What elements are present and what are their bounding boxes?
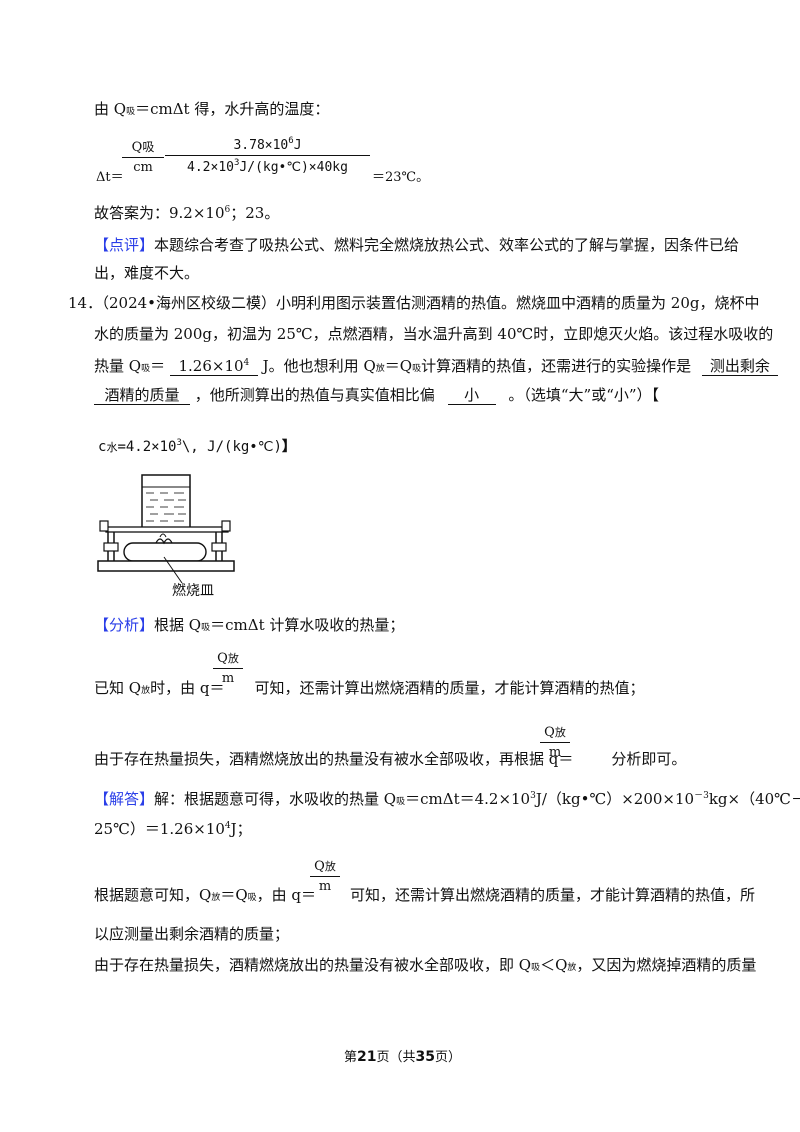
answer-line: 故答案为：9.2×106；23。 (94, 204, 280, 222)
fraction-q-over-m-2: Q放 m (540, 724, 570, 760)
question-line-1: （2024•海州区校级二模）小明利用图示装置估测酒精的热值。燃烧皿中酒精的质量为… (94, 294, 760, 312)
fraction-q-over-m-3: Q放 m (310, 858, 340, 894)
total-pages: 35 (415, 1049, 435, 1065)
result-text: ＝23℃。 (372, 170, 430, 185)
page-footer: 第21页（共35页） (344, 1049, 462, 1065)
solution-line-1: 【解答】解：根据题意可得，水吸收的热量 Q吸＝cmΔt＝4.2×103J/（kg… (94, 790, 800, 808)
question-line-3: 热量 Q吸＝ 1.26×104 J。他也想利用 Q放＝Q吸计算酒精的热值，还需进… (94, 354, 778, 376)
fraction-q-over-m-1: Q放 m (213, 650, 243, 686)
answer-blank-2b: 酒精的质量 (94, 386, 190, 405)
current-page: 21 (357, 1049, 377, 1065)
question-line-2: 水的质量为 200g，初温为 25℃，点燃酒精，当水温升高到 40℃时，立即熄灭… (94, 325, 774, 343)
delta-t-label: Δt＝ (96, 170, 124, 185)
text-line: 由 Q吸＝cmΔt 得，水升高的温度： (94, 100, 330, 118)
stand-plate (105, 526, 229, 533)
answer-blank-2a: 测出剩余 (701, 357, 778, 376)
answer-blank-1: 1.26×104 (169, 354, 258, 376)
question-line-4: 酒精的质量 ，他所测算出的热值与真实值相比偏 小 。（选填“大”或“小”）【 (94, 384, 659, 405)
fraction-numeric: 3.78×106J 4.2×103J/(kg•℃)×40kg (165, 136, 370, 175)
solution-line-2: 25℃）＝1.26×104J； (94, 820, 252, 838)
answer-blank-3: 小 (447, 386, 496, 405)
figure-label: 燃烧皿 (172, 583, 214, 599)
question-number: 14． (68, 294, 103, 312)
analysis-tag: 【分析】 (94, 616, 155, 634)
analysis-line-1: 【分析】根据 Q吸＝cmΔt 计算水吸收的热量； (94, 616, 405, 634)
beaker (141, 474, 191, 532)
water-hatching (146, 492, 186, 522)
fraction-q-over-cm: Q吸 cm (122, 138, 164, 175)
apparatus-figure (97, 474, 235, 584)
solution-tag: 【解答】 (94, 790, 155, 808)
analysis-line-3: 由于存在热量损失，酒精燃烧放出的热量没有被水全部吸收，再根据 q＝分析即可。 (94, 750, 687, 768)
solution-line-5: 由于存在热量损失，酒精燃烧放出的热量没有被水全部吸收，即 Q吸＜Q放，又因为燃烧… (94, 956, 757, 974)
stand-base (97, 560, 235, 572)
solution-line-3: 根据题意可知，Q放＝Q吸，由 q＝可知，还需计算出燃烧酒精的质量，才能计算酒精的… (94, 886, 756, 904)
solution-line-4: 以应测量出剩余酒精的质量； (94, 925, 290, 943)
comment-line-2: 出，难度不大。 (94, 264, 200, 282)
comment-line-1: 【点评】本题综合考查了吸热公式、燃料完全燃烧放热公式、效率公式的了解与掌握，因条… (94, 236, 740, 254)
analysis-line-2: 已知 Q放时，由 q＝可知，还需计算出燃烧酒精的质量，才能计算酒精的热值； (94, 679, 645, 697)
given-constant: c水=4.2×103\, J/(kg•℃)】 (98, 438, 296, 455)
comment-tag: 【点评】 (94, 236, 155, 254)
